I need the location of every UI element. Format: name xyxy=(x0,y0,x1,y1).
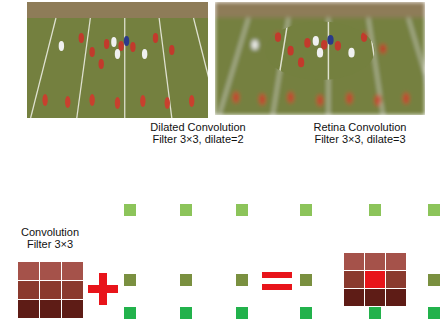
plus-bar xyxy=(99,273,107,305)
photo-focus xyxy=(215,2,425,115)
dilated-cell xyxy=(124,307,136,319)
retina-inner-cell xyxy=(386,271,406,288)
blurred-photo xyxy=(215,2,438,115)
convolution-grid xyxy=(18,262,83,318)
retina-center-cell xyxy=(365,271,385,288)
retina-outer-cell xyxy=(428,307,440,319)
retina-outer-cell xyxy=(428,204,440,216)
dilated-grid xyxy=(124,204,248,319)
filter-label: Convolution Filter 3×3 xyxy=(14,226,86,250)
equals-bar xyxy=(262,284,292,290)
dilated-cell xyxy=(124,274,136,286)
filter-label: Retina Convolution Filter 3×3, dilate=3 xyxy=(303,121,417,145)
retina-outer-cell xyxy=(369,307,381,319)
retina-inner-cell xyxy=(386,289,406,306)
photo-blurred xyxy=(215,2,425,115)
kernel-cell xyxy=(40,281,61,299)
sharp-photo xyxy=(27,2,219,118)
retina-inner-cell xyxy=(344,271,364,288)
dilated-cell xyxy=(180,204,192,216)
dilated-cell xyxy=(236,274,248,286)
dilated-cell xyxy=(124,204,136,216)
kernel-cell xyxy=(18,300,39,318)
kernel-cell xyxy=(18,281,39,299)
retina-outer-cell xyxy=(369,204,381,216)
kernel-cell xyxy=(62,300,83,318)
kernel-cell xyxy=(62,281,83,299)
plus-sign xyxy=(88,273,118,305)
dilated-cell xyxy=(236,307,248,319)
retina-outer-cell xyxy=(300,274,312,286)
equals-sign xyxy=(262,272,292,290)
photo xyxy=(27,2,208,118)
retina-inner-cell xyxy=(365,289,385,306)
kernel-cell xyxy=(40,262,61,280)
retina-inner-cell xyxy=(386,253,406,270)
photo-frame xyxy=(215,2,425,115)
retina-inner-cell xyxy=(344,253,364,270)
equals-bar xyxy=(262,272,292,278)
filter-label: Dilated Convolution Filter 3×3, dilate=2 xyxy=(139,121,257,145)
kernel-cell xyxy=(62,262,83,280)
dilated-cell xyxy=(236,204,248,216)
label-holder: Convolution Filter 3×3 xyxy=(14,226,86,250)
retina-outer-cell xyxy=(300,204,312,216)
dilated-cell xyxy=(180,274,192,286)
label-holder: Retina Convolution Filter 3×3, dilate=3 xyxy=(303,121,417,145)
retina-inner-cell xyxy=(344,289,364,306)
retina-grid xyxy=(300,204,440,319)
kernel-cell xyxy=(40,300,61,318)
retina-inner-cell xyxy=(365,253,385,270)
dilated-cell xyxy=(180,307,192,319)
label-holder: Dilated Convolution Filter 3×3, dilate=2 xyxy=(139,121,257,145)
retina-outer-cell xyxy=(300,307,312,319)
kernel-cell xyxy=(18,262,39,280)
retina-outer-cell xyxy=(428,274,440,286)
